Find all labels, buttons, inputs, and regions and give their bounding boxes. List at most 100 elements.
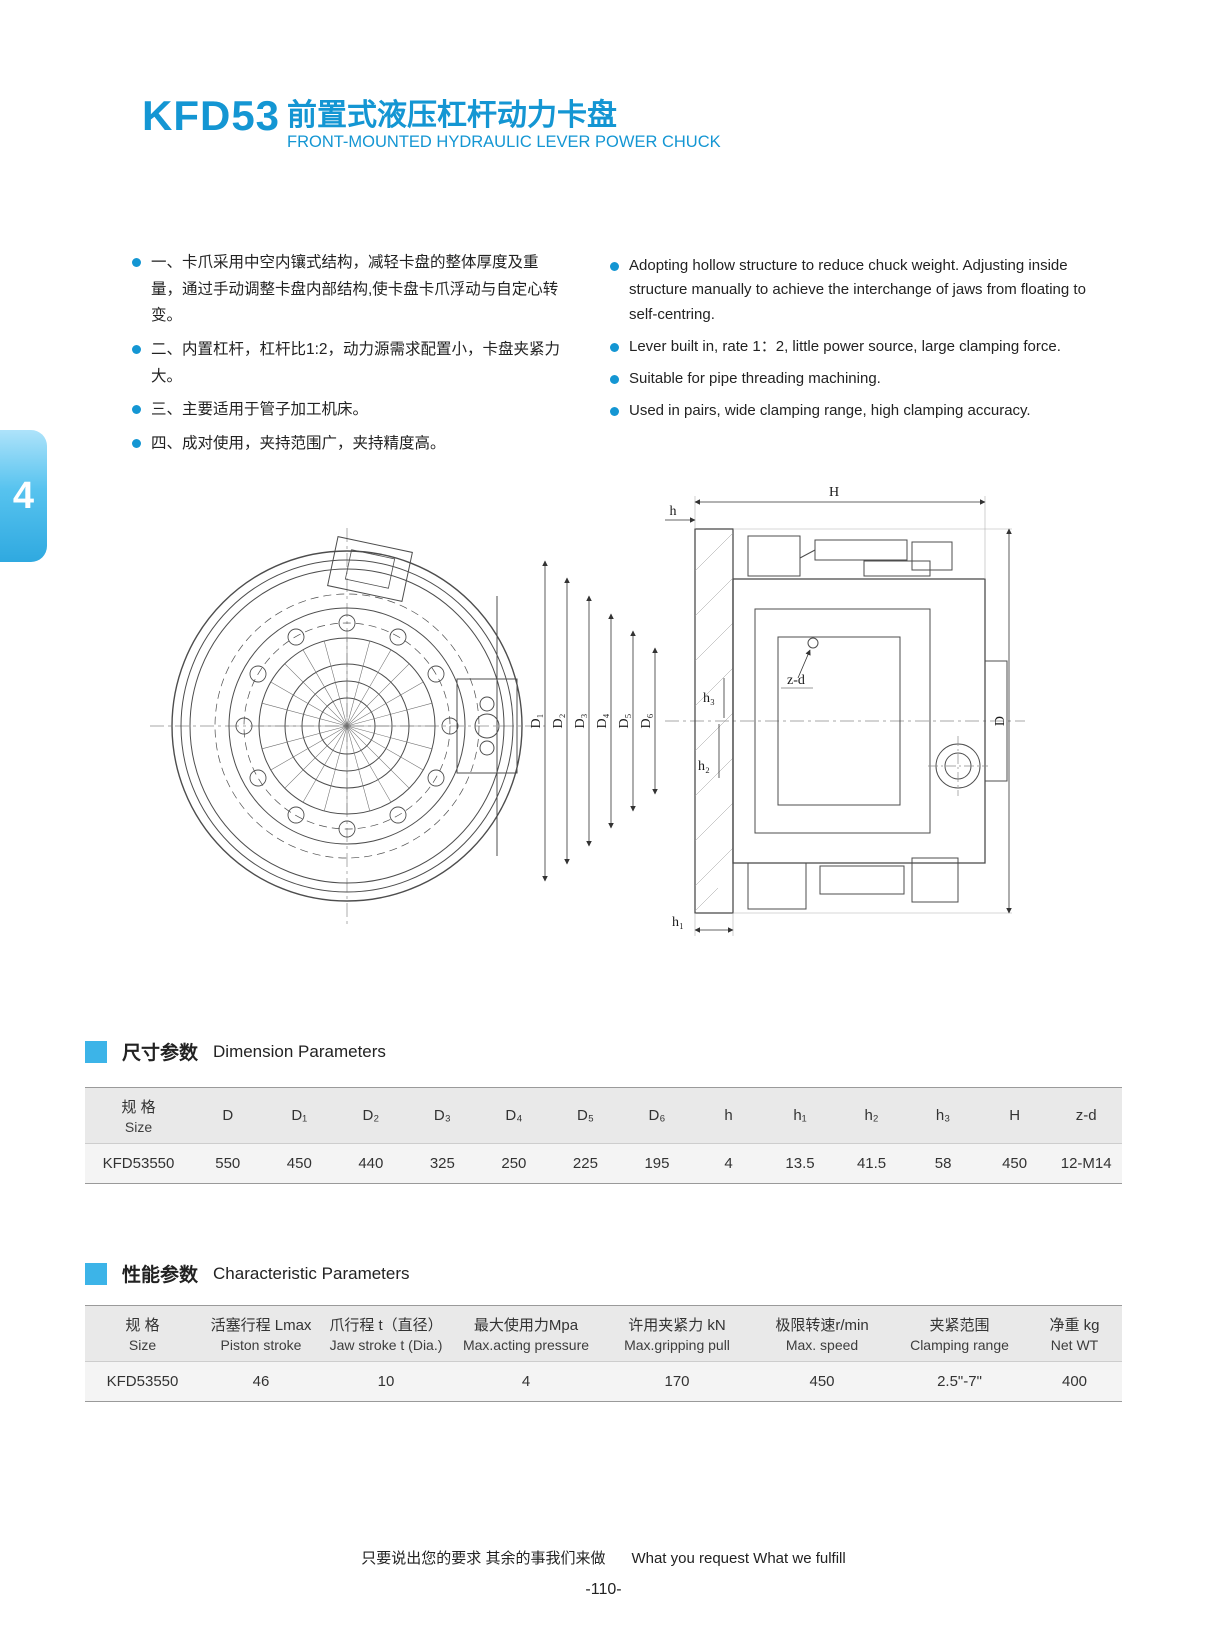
table-cell: 450 xyxy=(263,1143,336,1184)
feature-text: Adopting hollow structure to reduce chuc… xyxy=(629,257,1086,323)
table-header-cell: h₂ xyxy=(835,1087,908,1144)
table-header-cell: h₃ xyxy=(907,1087,979,1144)
table-cell: 4 xyxy=(450,1361,602,1402)
feature-item: Lever built in, rate 1：2, little power s… xyxy=(610,335,1088,359)
bolt-holes xyxy=(235,614,459,838)
feature-text: 三、主要适用于管子加工机床。 xyxy=(151,401,369,419)
table-cell: 10 xyxy=(322,1361,450,1402)
technical-drawing: H h D D₁ D₂ D₃ D₄ D₅ D₆ h₃ h₂ h₁ z-d xyxy=(150,485,1025,936)
table-header-cell: 极限转速r/min Max. speed xyxy=(752,1305,892,1362)
dim-label-D: D xyxy=(993,716,1008,726)
footer-slogan: 只要说出您的要求 其余的事我们来做 What you request What w… xyxy=(0,1547,1207,1568)
section-title-en: Dimension Parameters xyxy=(213,1041,386,1061)
section-marker-icon xyxy=(85,1262,107,1285)
table-cell: 450 xyxy=(978,1143,1051,1184)
bullet-icon xyxy=(610,375,619,385)
feature-text: 四、成对使用，夹持范围广，夹持精度高。 xyxy=(151,434,446,452)
table-cell: 400 xyxy=(1027,1361,1122,1402)
dim-label-D6: D₆ xyxy=(639,713,654,728)
table-header-cell: 最大使用力Mpa Max.acting pressure xyxy=(450,1305,602,1362)
dim-label-D2: D₂ xyxy=(551,713,566,728)
page-title-cn: 前置式液压杠杆动力卡盘 xyxy=(287,99,617,132)
table-header-cell: D₄ xyxy=(478,1087,550,1144)
table-cell: 325 xyxy=(406,1143,479,1184)
table-cell: 4 xyxy=(692,1143,765,1184)
dim-label-h3: h₃ xyxy=(703,691,715,706)
feature-item: Suitable for pipe threading machining. xyxy=(610,367,1088,391)
section-marker-icon xyxy=(85,1040,107,1063)
side-guide-block xyxy=(456,678,518,774)
table-header-cell: D₂ xyxy=(335,1087,407,1144)
section-view-drawing xyxy=(665,528,1025,914)
table-header-cell: h₁ xyxy=(764,1087,836,1144)
front-view-drawing xyxy=(150,528,545,928)
bullet-icon xyxy=(610,407,619,417)
table-cell: 550 xyxy=(192,1143,264,1184)
feature-text: Suitable for pipe threading machining. xyxy=(629,370,881,388)
table-header-cell: D₁ xyxy=(263,1087,336,1144)
table-cell: KFD53550 xyxy=(85,1361,200,1402)
feature-text: 二、内置杠杆，杠杆比1:2，动力源需求配置小，卡盘夹紧力大。 xyxy=(151,340,561,385)
table-cell: 440 xyxy=(335,1143,407,1184)
dim-label-h2: h₂ xyxy=(698,759,710,774)
table-cell: KFD53550 xyxy=(85,1143,192,1184)
footer-slogan-cn: 只要说出您的要求 其余的事我们来做 xyxy=(361,1550,606,1567)
table-cell: 13.5 xyxy=(764,1143,836,1184)
table-header-cell: 夹紧范围 Clamping range xyxy=(892,1305,1027,1362)
table-cell: 46 xyxy=(200,1361,322,1402)
table-header-cell: D₃ xyxy=(406,1087,479,1144)
table-header-cell: 活塞行程 Lmax Piston stroke xyxy=(200,1305,322,1362)
feature-item: 一、卡爪采用中空内镶式结构，减轻卡盘的整体厚度及重量，通过手动调整卡盘内部结构,… xyxy=(132,250,562,330)
feature-text: Lever built in, rate 1：2, little power s… xyxy=(629,337,1061,355)
dim-label-h: h xyxy=(670,504,677,519)
table-header-cell: 许用夹紧力 kN Max.gripping pull xyxy=(602,1305,752,1362)
feature-list-en: Adopting hollow structure to reduce chuc… xyxy=(610,254,1088,432)
dim-label-D5: D₅ xyxy=(617,713,632,728)
table-cell: 12-M14 xyxy=(1050,1143,1122,1184)
bullet-icon xyxy=(610,342,619,352)
feature-item: 二、内置杠杆，杠杆比1:2，动力源需求配置小，卡盘夹紧力大。 xyxy=(132,337,562,390)
page-number: -110- xyxy=(585,1581,622,1598)
table-header-cell: H xyxy=(978,1087,1051,1144)
dimension-section-header: 尺寸参数 Dimension Parameters xyxy=(85,1038,386,1065)
feature-list-cn: 一、卡爪采用中空内镶式结构，减轻卡盘的整体厚度及重量，通过手动调整卡盘内部结构,… xyxy=(132,250,562,465)
hatch-lines xyxy=(694,532,734,912)
chapter-tab: 4 xyxy=(0,430,47,562)
feature-item: 三、主要适用于管子加工机床。 xyxy=(132,397,562,424)
spoke-lines xyxy=(259,638,435,814)
table-header-cell: 爪行程 t（直径） Jaw stroke t (Dia.) xyxy=(322,1305,450,1362)
table-row: KFD53550 46 10 4 170 450 2.5"-7" 400 xyxy=(85,1361,1122,1402)
table-header-cell: 净重 kg Net WT xyxy=(1027,1305,1122,1362)
table-cell: 225 xyxy=(549,1143,622,1184)
feature-text: Used in pairs, wide clamping range, high… xyxy=(629,402,1031,420)
table-header-cell: D xyxy=(192,1087,264,1144)
bullet-icon xyxy=(132,405,141,415)
table-cell: 170 xyxy=(602,1361,752,1402)
section-title-en: Characteristic Parameters xyxy=(213,1263,410,1283)
dim-label-h1: h₁ xyxy=(672,915,684,930)
characteristic-table: 规 格 Size 活塞行程 Lmax Piston stroke 爪行程 t（直… xyxy=(85,1305,1122,1402)
section-title-cn: 尺寸参数 xyxy=(122,1043,199,1064)
bullet-icon xyxy=(610,262,619,271)
table-cell: 250 xyxy=(478,1143,550,1184)
dim-label-zd: z-d xyxy=(787,673,805,688)
footer-slogan-en: What you request What we fulfill xyxy=(631,1550,846,1567)
table-header-cell: 规 格 Size xyxy=(85,1087,192,1144)
dim-label-D4: D₄ xyxy=(595,713,610,728)
characteristic-section-header: 性能参数 Characteristic Parameters xyxy=(85,1260,410,1287)
table-row: KFD53550 550 450 440 325 250 225 195 4 1… xyxy=(85,1143,1122,1184)
dim-label-D3: D₃ xyxy=(573,713,588,728)
table-cell: 58 xyxy=(907,1143,979,1184)
dimension-table: 规 格 Size D D₁ D₂ D₃ D₄ D₅ D₆ h h₁ h₂ h₃ … xyxy=(85,1087,1122,1184)
table-cell: 41.5 xyxy=(835,1143,908,1184)
table-cell: 195 xyxy=(621,1143,693,1184)
page-title-en: FRONT-MOUNTED HYDRAULIC LEVER POWER CHUC… xyxy=(287,133,721,151)
bullet-icon xyxy=(132,258,141,267)
table-header-cell: D₆ xyxy=(621,1087,693,1144)
table-header-cell: D₅ xyxy=(549,1087,622,1144)
table-header-cell: 规 格 Size xyxy=(85,1305,200,1362)
table-header-cell: h xyxy=(692,1087,765,1144)
top-jaw-block xyxy=(327,536,413,602)
feature-item: Adopting hollow structure to reduce chuc… xyxy=(610,254,1088,327)
